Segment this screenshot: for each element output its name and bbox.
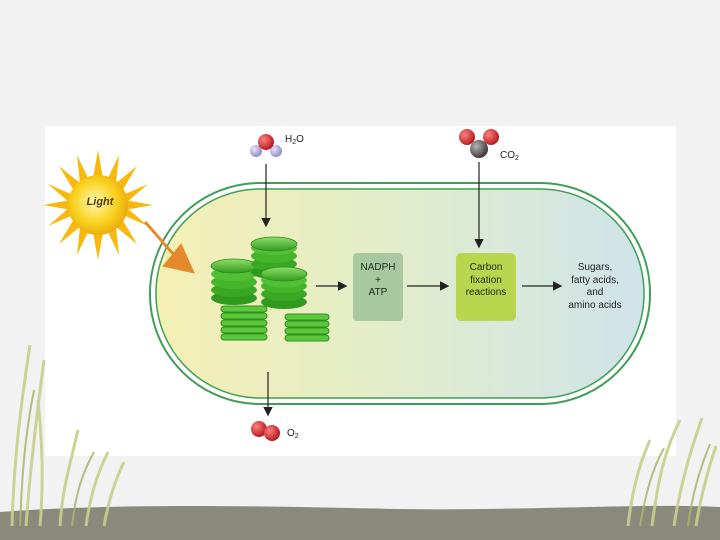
carbon-fixation-label: Carbon fixation reactions <box>465 262 507 298</box>
light-arrow <box>143 220 195 274</box>
oxygen-molecule-icon <box>251 421 280 441</box>
thylakoid-grana <box>210 236 330 342</box>
oxygen-label: O2 <box>287 428 299 440</box>
flow-arrows <box>261 162 563 417</box>
co2-molecule-icon <box>459 129 499 158</box>
water-label: H2O <box>285 134 304 146</box>
products-label: Sugars, fatty acids, and amino acids <box>568 262 622 311</box>
water-molecule-icon <box>250 134 282 157</box>
nadph-atp-label: NADPH + ATP <box>360 262 396 298</box>
co2-label: CO2 <box>500 150 519 162</box>
light-label: Light <box>86 196 114 208</box>
sun-icon <box>43 150 153 260</box>
nadph-atp-box <box>353 253 403 321</box>
decorative-ground <box>0 344 720 540</box>
carbon-fixation-box <box>456 253 516 321</box>
